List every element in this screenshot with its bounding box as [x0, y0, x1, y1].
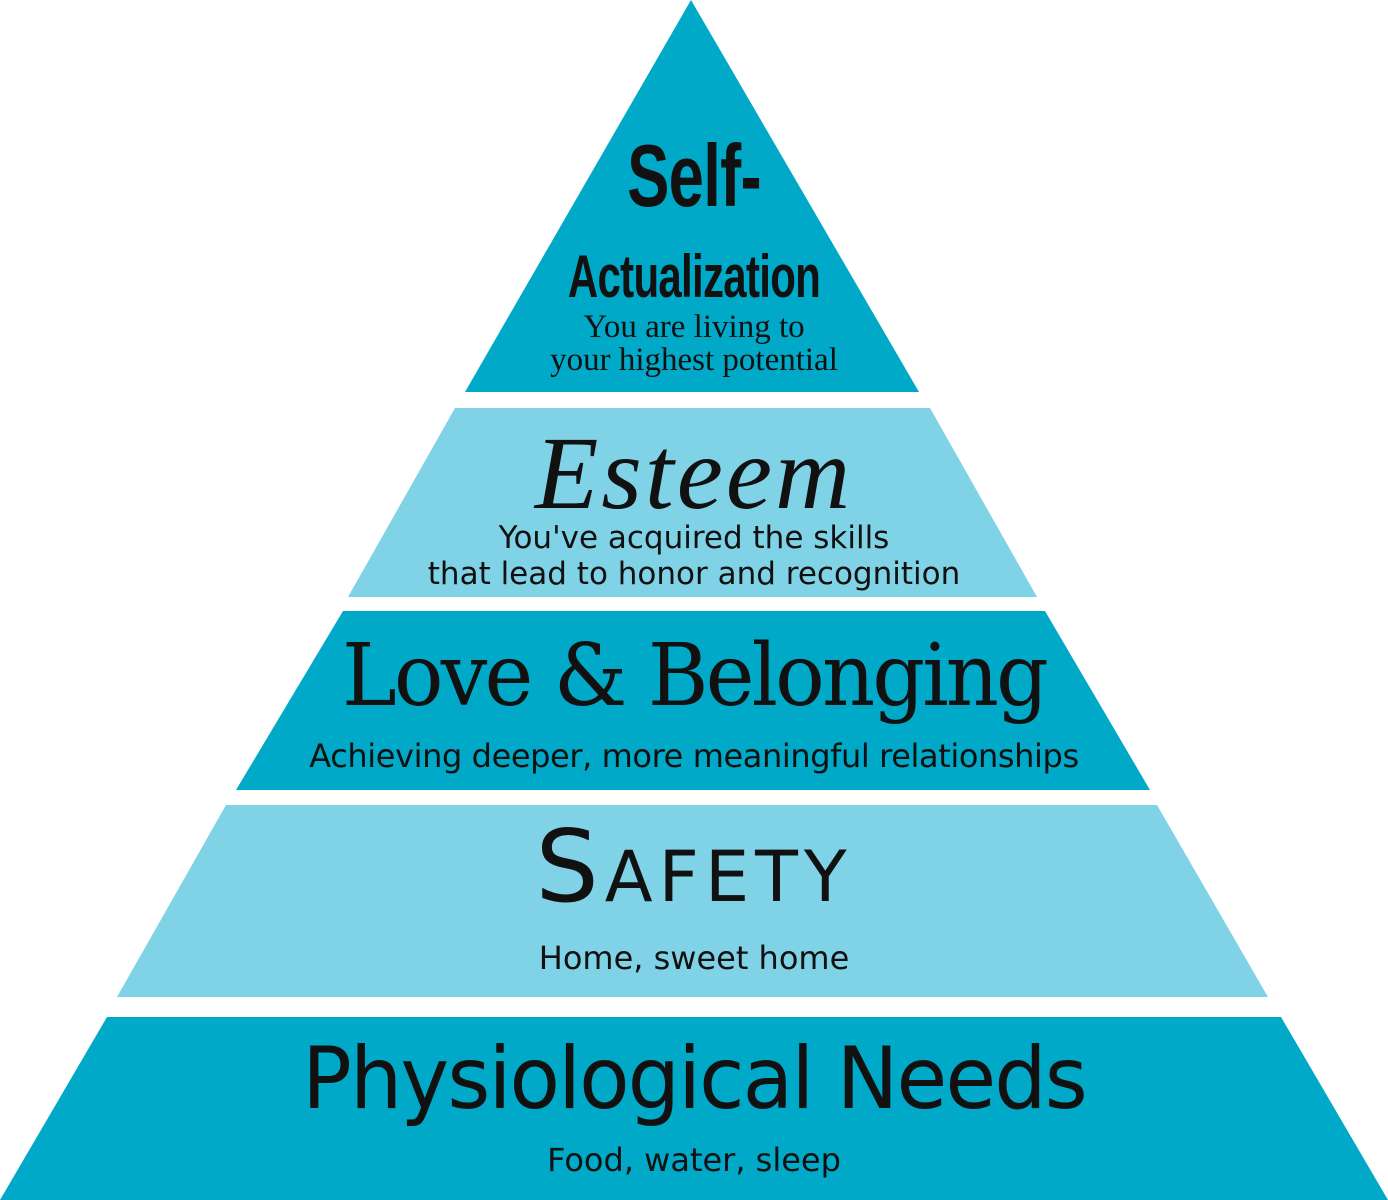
safety-title: Safety: [535, 808, 853, 925]
tier-safety: [117, 805, 1268, 997]
esteem-title: Esteem: [534, 416, 854, 531]
self-actualization-desc-line2: your highest potential: [550, 342, 838, 378]
self-actualization-title-line1: Self-: [627, 126, 761, 225]
tier-esteem: [348, 408, 1037, 597]
tier-love-belonging: [236, 611, 1150, 790]
physiological-needs-title: Physiological Needs: [302, 1029, 1088, 1129]
esteem-desc-line2: that lead to honor and recognition: [427, 556, 961, 592]
tier-self-actualization: [465, 0, 919, 392]
self-actualization-title-line2: Actualization: [567, 243, 821, 310]
esteem-desc-line1: You've acquired the skills: [498, 520, 890, 556]
love-belonging-desc: Achieving deeper, more meaningful relati…: [309, 737, 1079, 775]
tier-physiological-needs: [0, 1017, 1388, 1200]
self-actualization-desc-line1: You are living to: [583, 309, 805, 345]
love-belonging-title: Love & Belonging: [341, 626, 1049, 726]
physiological-needs-desc: Food, water, sleep: [547, 1141, 841, 1179]
safety-desc: Home, sweet home: [538, 939, 850, 977]
